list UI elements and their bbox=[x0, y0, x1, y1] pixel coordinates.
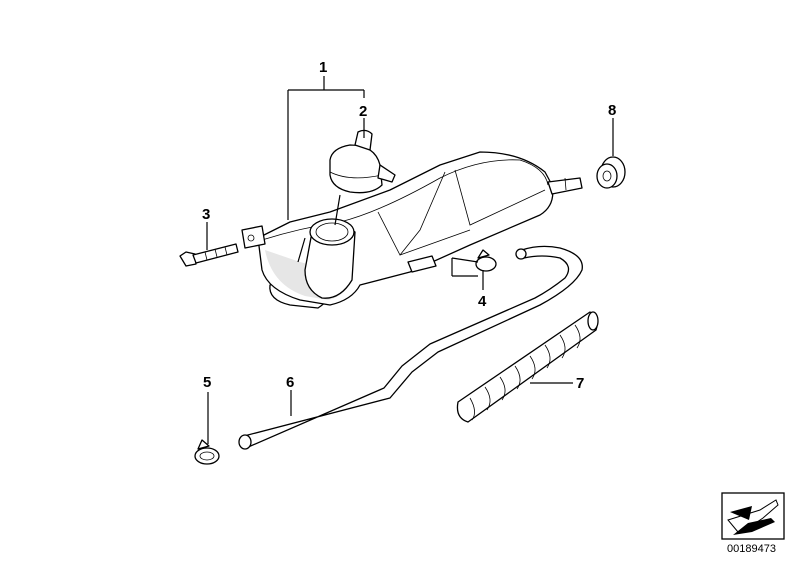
callout-3: 3 bbox=[202, 206, 210, 223]
callout-7: 7 bbox=[576, 375, 584, 392]
rubber-grommet[interactable] bbox=[596, 156, 626, 189]
hose-clamp[interactable] bbox=[194, 439, 220, 465]
callout-2: 2 bbox=[359, 103, 367, 120]
callout-4: 4 bbox=[478, 293, 487, 310]
callout-5: 5 bbox=[203, 374, 211, 391]
tank-cap[interactable] bbox=[329, 129, 396, 194]
leader-lines bbox=[206, 76, 614, 444]
expansion-tank[interactable] bbox=[241, 151, 583, 309]
hose-clamp-small[interactable] bbox=[475, 249, 497, 272]
arrow-corner-icon bbox=[721, 492, 785, 540]
bolt[interactable] bbox=[179, 243, 239, 267]
diagram-number: 00189473 bbox=[727, 543, 776, 555]
callout-8: 8 bbox=[608, 102, 616, 119]
callout-1: 1 bbox=[319, 59, 327, 76]
coolant-hose[interactable] bbox=[238, 245, 583, 450]
spiral-sleeve[interactable] bbox=[456, 311, 599, 423]
callout-6: 6 bbox=[286, 374, 294, 391]
